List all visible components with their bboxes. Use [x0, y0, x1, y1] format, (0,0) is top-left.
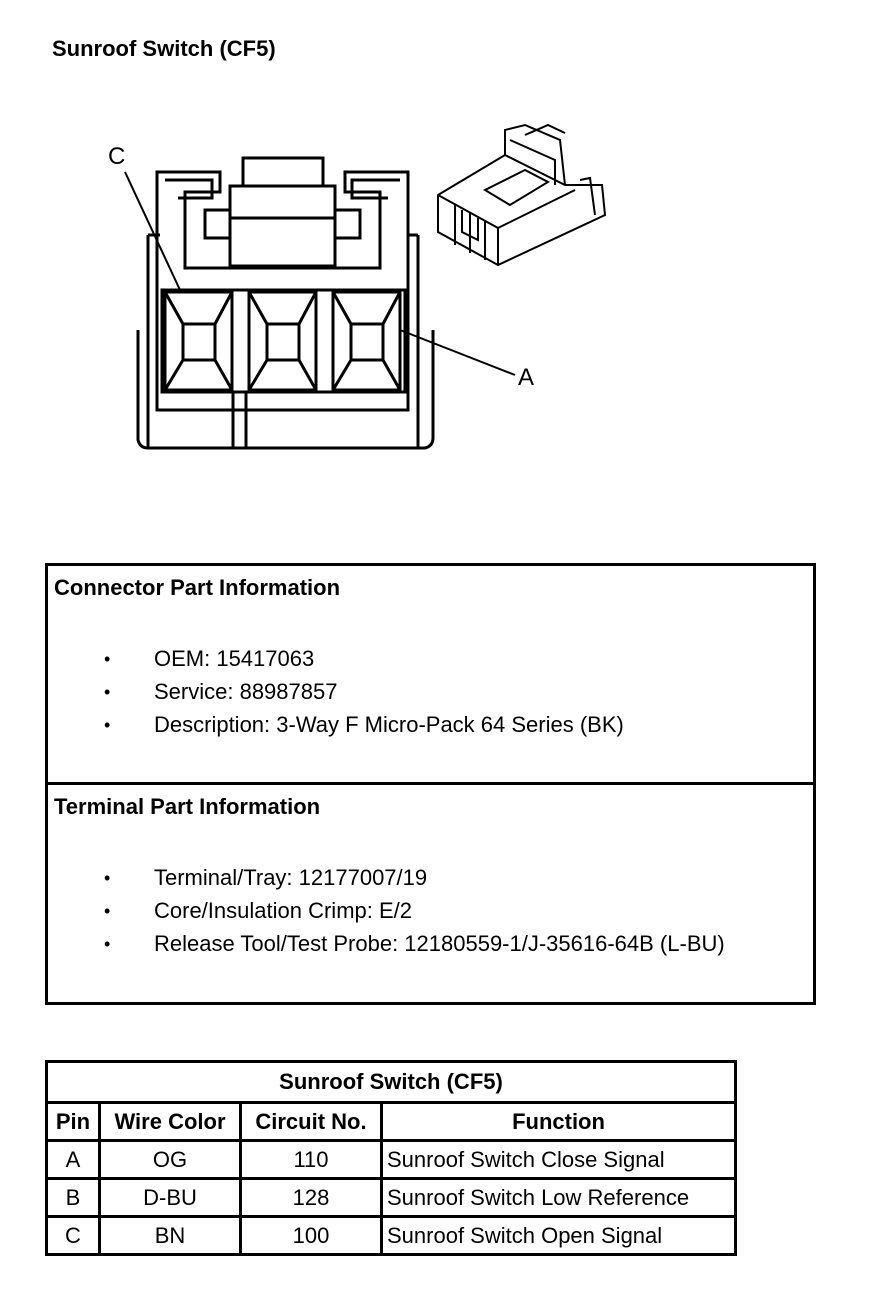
table-row: C BN 100 Sunroof Switch Open Signal	[45, 1215, 737, 1256]
function-cell: Sunroof Switch Close Signal	[380, 1139, 737, 1180]
table-title-row: Sunroof Switch (CF5)	[45, 1060, 737, 1104]
bullet-icon: •	[104, 868, 111, 888]
circuit-no-cell: 100	[239, 1215, 383, 1256]
connector-info-heading: Connector Part Information	[54, 575, 341, 600]
wire-color-cell: OG	[98, 1139, 242, 1180]
function-cell: Sunroof Switch Low Reference	[380, 1177, 737, 1218]
connector-part-information: Connector Part Information • OEM: 154170…	[48, 566, 813, 785]
connector-description: Description: 3-Way F Micro-Pack 64 Serie…	[154, 712, 624, 737]
terminal-release-tool: Release Tool/Test Probe: 12180559-1/J-35…	[154, 931, 725, 956]
bullet-icon: •	[104, 715, 111, 735]
header-pin: Pin	[45, 1101, 101, 1142]
circuit-no-cell: 110	[239, 1139, 383, 1180]
label-c: C	[108, 143, 125, 170]
terminal-cavity-a	[331, 290, 402, 392]
table-title: Sunroof Switch (CF5)	[45, 1060, 737, 1104]
connector-service: Service: 88987857	[154, 679, 338, 704]
function-cell: Sunroof Switch Open Signal	[380, 1215, 737, 1256]
header-function: Function	[380, 1101, 737, 1142]
bullet-icon: •	[104, 649, 111, 669]
part-information-box: Connector Part Information • OEM: 154170…	[45, 563, 816, 1005]
wire-color-cell: BN	[98, 1215, 242, 1256]
connector-face-drawing	[124, 156, 516, 450]
terminal-tray: Terminal/Tray: 12177007/19	[154, 865, 428, 890]
wire-color-cell: D-BU	[98, 1177, 242, 1218]
terminal-crimp: Core/Insulation Crimp: E/2	[154, 898, 412, 923]
bullet-icon: •	[104, 901, 111, 921]
connector-isometric-drawing	[437, 123, 607, 267]
table-row: A OG 110 Sunroof Switch Close Signal	[45, 1139, 737, 1180]
pin-cell: B	[45, 1177, 101, 1218]
pin-cell: A	[45, 1139, 101, 1180]
terminal-cavity-c	[163, 290, 234, 392]
circuit-no-cell: 128	[239, 1177, 383, 1218]
pin-cell: C	[45, 1215, 101, 1256]
header-wire-color: Wire Color	[98, 1101, 242, 1142]
terminal-cavity-b	[247, 290, 318, 392]
terminal-part-information: Terminal Part Information • Terminal/Tra…	[48, 785, 813, 1002]
connector-oem: OEM: 15417063	[154, 646, 315, 671]
table-row: B D-BU 128 Sunroof Switch Low Reference	[45, 1177, 737, 1218]
terminal-info-heading: Terminal Part Information	[54, 794, 321, 819]
page-title: Sunroof Switch (CF5)	[52, 36, 276, 61]
table-header-row: Pin Wire Color Circuit No. Function	[45, 1101, 737, 1142]
label-a: A	[518, 364, 534, 391]
bullet-icon: •	[104, 934, 111, 954]
bullet-icon: •	[104, 682, 111, 702]
header-circuit-no: Circuit No.	[239, 1101, 383, 1142]
connector-diagram: C A	[108, 123, 607, 450]
pin-table: Sunroof Switch (CF5) Pin Wire Color Circ…	[45, 1060, 737, 1256]
